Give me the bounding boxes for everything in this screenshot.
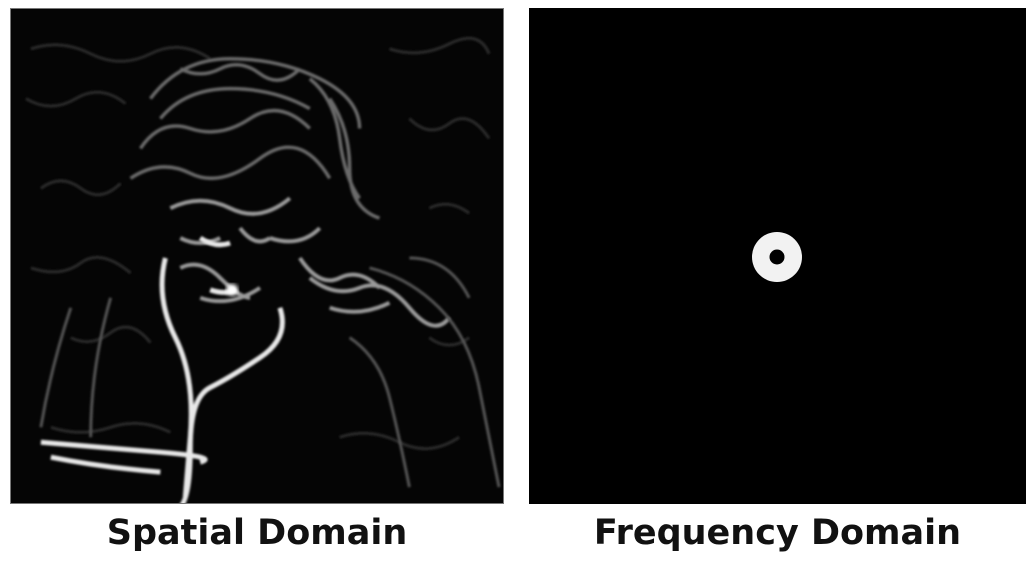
frequency-domain-caption: Frequency Domain [593,513,962,553]
spatial-domain-caption: Spatial Domain [106,513,408,553]
frequency-spectrum [529,8,1026,504]
face-edges [169,196,451,328]
ring-inner-hole [769,249,785,265]
hair-edges [129,57,381,220]
spatial-domain-image [10,8,504,504]
bright-spot [226,283,239,296]
spatial-edge-texture [11,9,503,503]
frequency-domain-image [529,8,1026,504]
body-edges [39,256,501,488]
bright-edges [40,235,285,503]
